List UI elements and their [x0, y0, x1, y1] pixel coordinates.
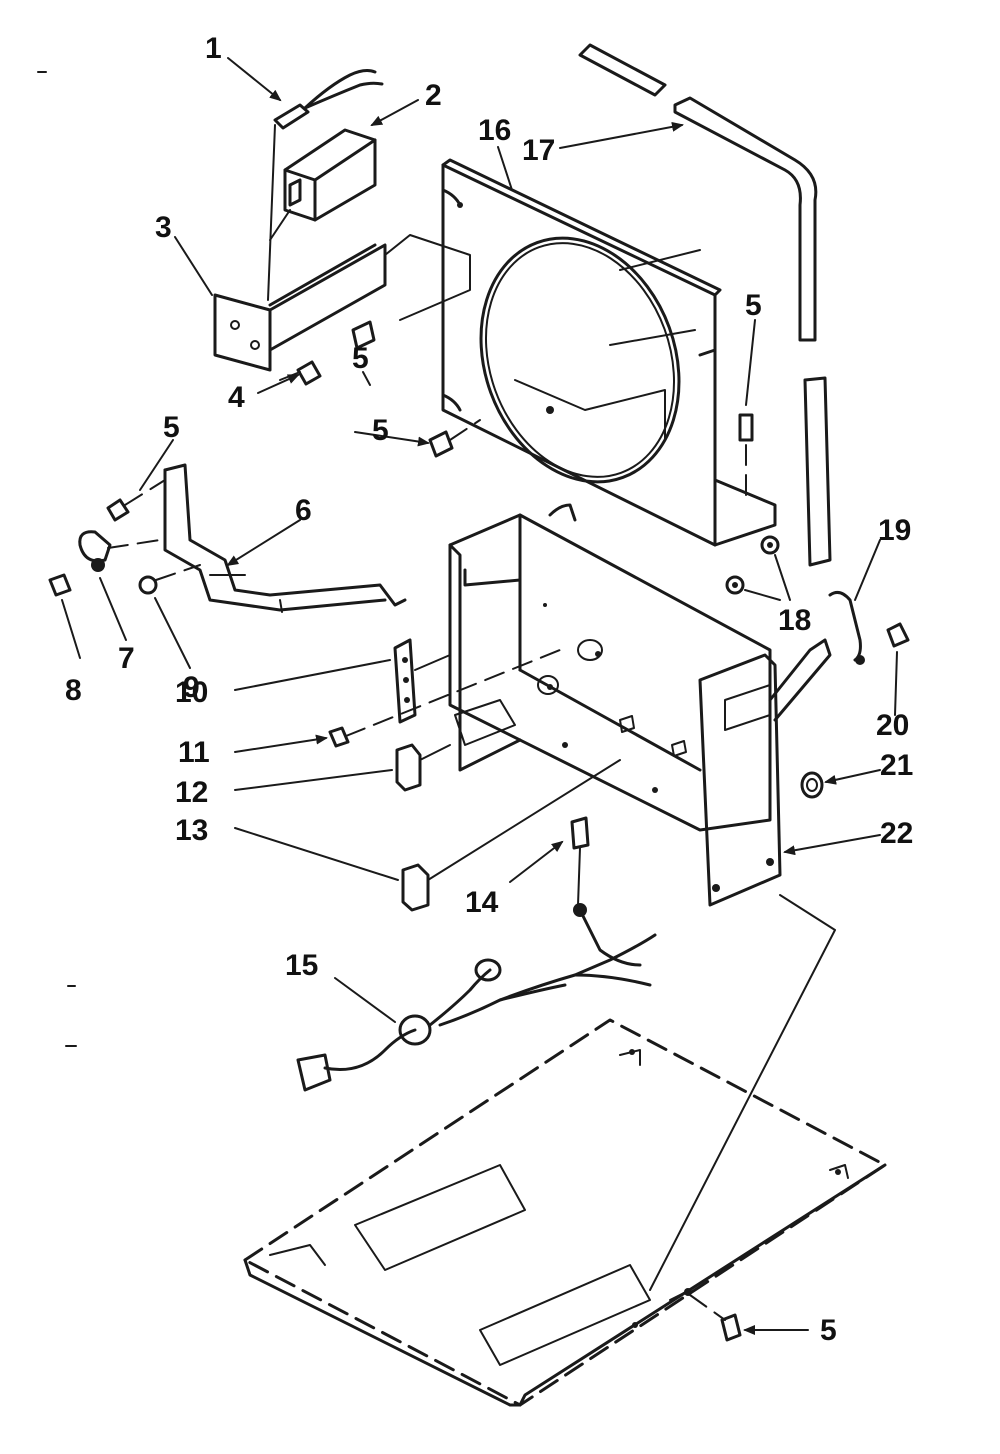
callout-14: 14: [465, 886, 499, 919]
control-box: [448, 503, 772, 832]
callout-1: 1: [205, 32, 222, 65]
part-11-screw: [328, 649, 561, 748]
part-5-screw-left: [106, 479, 166, 522]
callout-19: 19: [878, 514, 911, 547]
callout-5-left: 5: [163, 411, 180, 444]
callout-7: 7: [118, 642, 135, 675]
callout-5-bottom: 5: [820, 1314, 837, 1347]
callout-17: 17: [522, 134, 555, 167]
part-17-gasket-strips: [578, 43, 832, 567]
part-21-grommet: [800, 771, 824, 799]
part-5-screw-right: [738, 413, 754, 501]
base-pan: [243, 894, 887, 1407]
callout-labels: 1 2 3 4 5 5 5 5 5 6 7 8 9 10 11 12 13 14…: [65, 32, 913, 1347]
part-15-wire-harness: [296, 903, 657, 1092]
part-6-strap: [163, 463, 407, 613]
callout-12: 12: [175, 776, 208, 809]
part-3-bracket: [213, 234, 471, 372]
callout-5-center-upper: 5: [352, 342, 369, 375]
callout-10: 10: [175, 676, 208, 709]
callout-5-center: 5: [372, 414, 389, 447]
callout-4: 4: [228, 381, 245, 414]
leader-lines: [61, 57, 898, 1335]
callout-6: 6: [295, 494, 312, 527]
part-9-nut: [138, 564, 201, 595]
part-19-clip: [828, 590, 865, 665]
part-5-screw-bottom: [689, 1294, 742, 1342]
part-7-clamp: [78, 530, 161, 572]
part-8-screw: [48, 573, 72, 597]
callout-21: 21: [880, 749, 913, 782]
callout-2: 2: [425, 79, 442, 112]
part-22-side-plate: [698, 638, 832, 907]
callout-9: 9: [183, 671, 200, 704]
part-5-screw-center: [351, 320, 481, 458]
callout-13: 13: [175, 814, 208, 847]
part-10-terminal-strip: [393, 638, 451, 724]
callout-18: 18: [778, 604, 811, 637]
callout-15: 15: [285, 949, 318, 982]
part-16-fan-panel: [441, 158, 777, 547]
part-12-relay: [395, 743, 451, 792]
callout-8: 8: [65, 674, 82, 707]
callout-3: 3: [155, 211, 172, 244]
callout-5-right: 5: [745, 289, 762, 322]
part-2-terminal-block: [269, 128, 377, 241]
part-20-screw: [886, 622, 910, 648]
callout-20: 20: [876, 709, 909, 742]
callout-22: 22: [880, 817, 913, 850]
part-14-screw: [570, 816, 590, 906]
callout-16: 16: [478, 114, 511, 147]
part-1-sensor: [267, 69, 384, 301]
part-18-nuts: [725, 535, 780, 595]
callout-11: 11: [178, 736, 210, 769]
scan-marks: [37, 71, 77, 1047]
part-13-relay: [401, 759, 621, 912]
